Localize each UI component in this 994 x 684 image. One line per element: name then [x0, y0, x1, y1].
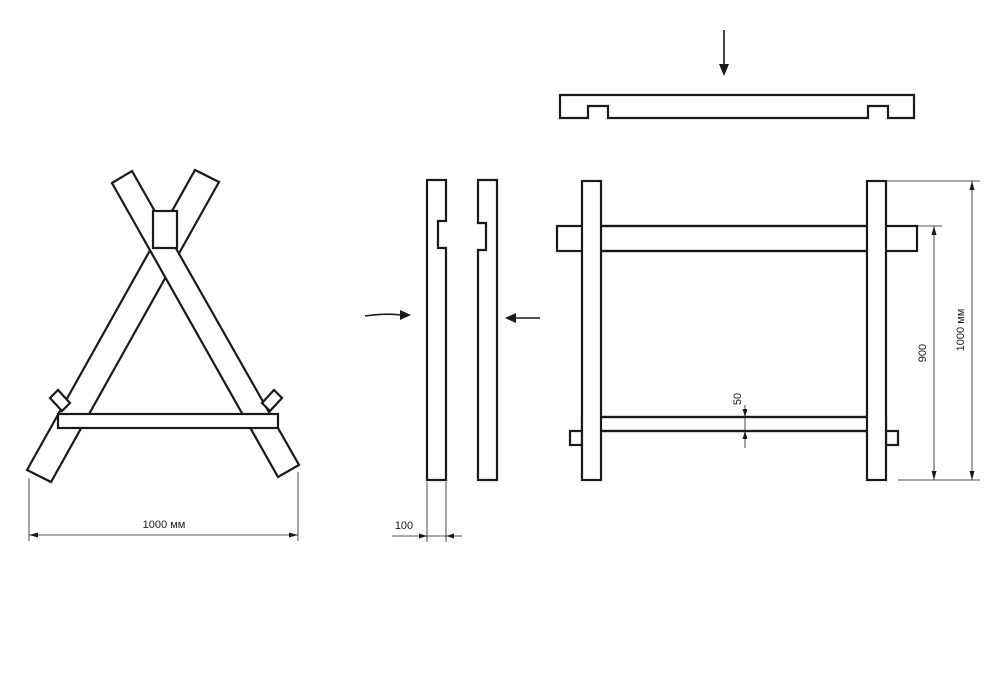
assembled-left-peg [568, 429, 584, 447]
beam-thickness-label: 100 [395, 520, 413, 532]
front-left-peg [48, 388, 72, 413]
notch-depth-label: 50 [732, 393, 744, 405]
side-right-arrow [505, 313, 540, 323]
front-width-label: 1000 мм [143, 519, 186, 531]
front-right-peg [260, 388, 284, 413]
inner-height-label: 900 [917, 344, 929, 362]
front-crossbar [56, 412, 280, 430]
front-width-dimension: 1000 мм [28, 472, 299, 541]
side-left-arrow [364, 310, 411, 320]
front-top-block [151, 209, 179, 250]
assembled-left-leg [580, 179, 603, 482]
assembled-right-peg [884, 429, 900, 447]
total-height-dimension: 1000 мм [886, 180, 980, 481]
front-left-leg [25, 168, 221, 484]
top-beam [558, 93, 916, 120]
assembled-top-crossbar [555, 224, 919, 253]
notch-depth-dimension: 50 [732, 393, 748, 448]
side-right-leg [476, 178, 499, 482]
total-height-label: 1000 мм [955, 309, 967, 352]
front-view [25, 168, 301, 484]
assembled-bottom-crossbar [580, 415, 888, 433]
assembled-view [555, 179, 919, 482]
top-beam-view [558, 30, 916, 120]
top-down-arrow [719, 30, 729, 76]
assembled-right-leg [865, 179, 888, 482]
side-left-leg [425, 178, 448, 482]
beam-thickness-dimension: 100 [392, 482, 462, 542]
side-view [364, 178, 540, 482]
inner-height-dimension: 900 [898, 225, 942, 481]
